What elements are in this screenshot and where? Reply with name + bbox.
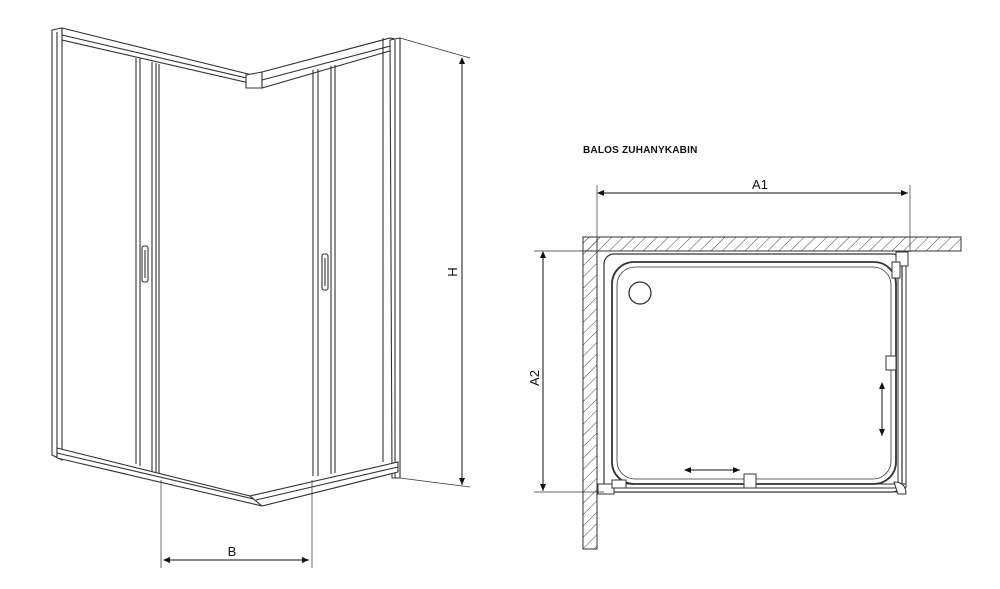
diagram-title: BALOS ZUHANYKABIN [583, 145, 698, 156]
top-view [534, 185, 962, 550]
top-rail-left [61, 27, 260, 86]
wall-left [582, 236, 598, 550]
perspective-view [51, 27, 471, 568]
front-side-panel [597, 473, 907, 495]
dimension-b: B [163, 544, 309, 563]
right-side-panel [885, 251, 909, 488]
right-frame [382, 37, 401, 479]
bottom-rail-right [248, 461, 399, 507]
dimension-a1: A1 [597, 177, 908, 196]
left-sliding-door [151, 62, 160, 474]
left-fixed-panel [135, 58, 141, 466]
door-handle-left [141, 245, 149, 283]
door-handle-right [321, 253, 329, 291]
dimension-h-label: H [445, 267, 460, 276]
dimension-h: H [445, 57, 465, 485]
corner-post [245, 71, 263, 89]
left-frame [51, 27, 63, 461]
drain-icon [628, 281, 652, 305]
dimension-a2: A2 [527, 251, 546, 491]
dimension-b-label: B [228, 544, 237, 559]
right-sliding-door [312, 65, 336, 476]
dimension-a2-label: A2 [527, 370, 542, 386]
wall-top [582, 236, 962, 252]
dimension-a1-label: A1 [752, 177, 768, 192]
